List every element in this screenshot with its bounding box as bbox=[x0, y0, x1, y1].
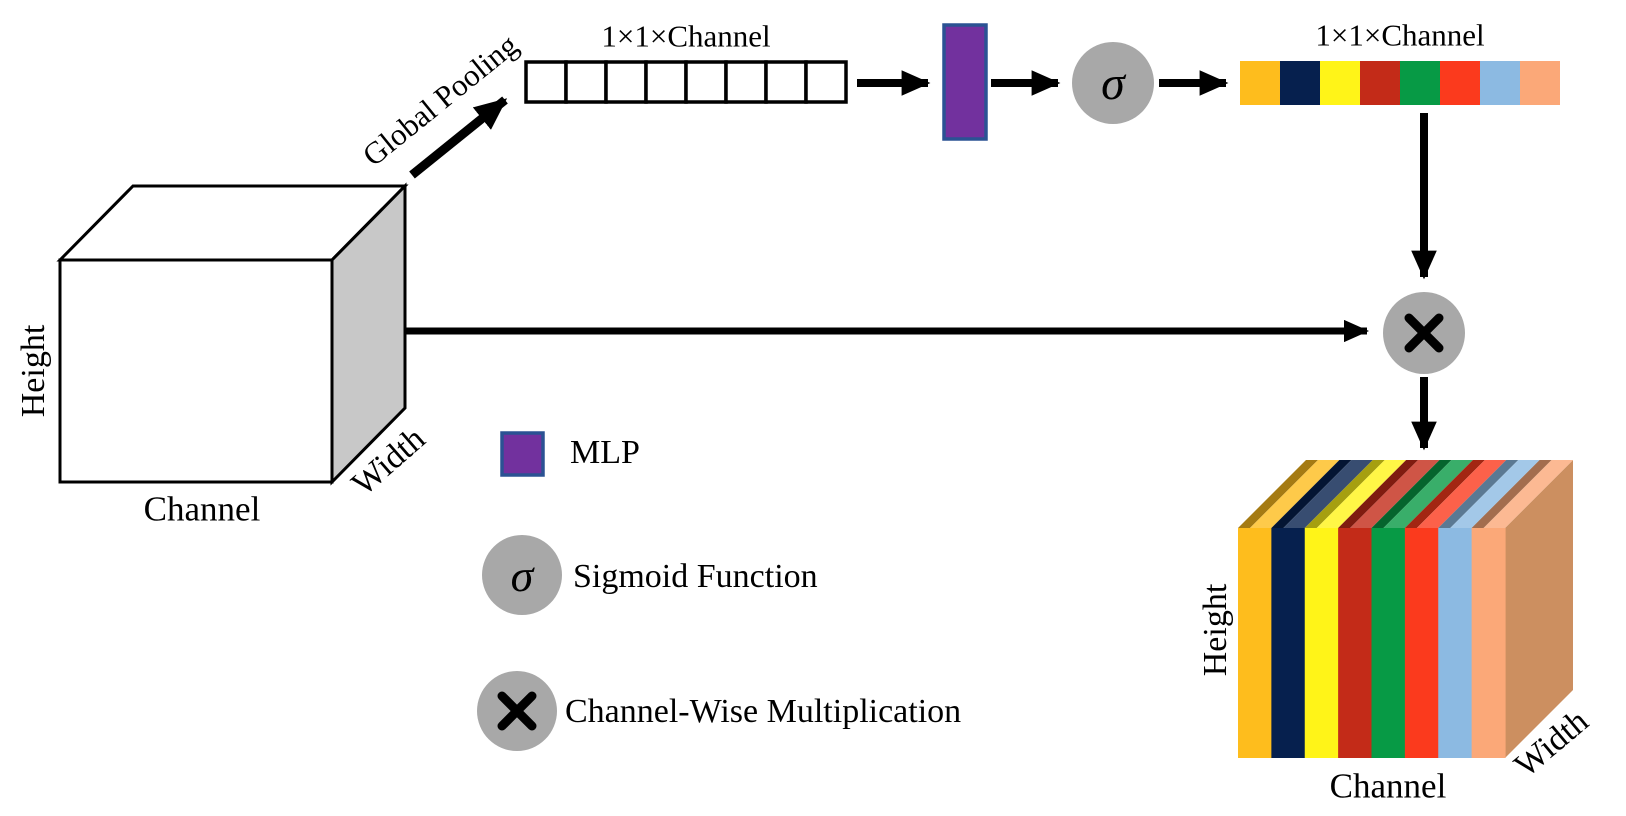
excitation-vector-label: 1×1×Channel bbox=[1315, 17, 1485, 53]
squeeze-cell bbox=[524, 60, 568, 104]
multiply-icon bbox=[1404, 313, 1444, 353]
legend-sigmoid-label: Sigmoid Function bbox=[573, 558, 818, 595]
sigmoid-circle bbox=[1072, 42, 1154, 124]
squeeze-cell bbox=[724, 60, 768, 104]
squeeze-cell bbox=[804, 60, 848, 104]
output-slab-top-edge bbox=[1304, 460, 1385, 528]
legend-sigmoid-symbol: σ bbox=[511, 550, 536, 601]
sigmoid-node: σ bbox=[1072, 42, 1154, 124]
output-feature-cube bbox=[1238, 460, 1573, 758]
legend-mlp-label: MLP bbox=[570, 434, 640, 471]
output-slab-front bbox=[1238, 528, 1272, 758]
output-slab-front bbox=[1404, 528, 1439, 758]
output-slab-top-edge bbox=[1271, 460, 1352, 528]
squeeze-cell bbox=[564, 60, 608, 104]
input-feature-cube bbox=[56, 182, 409, 486]
output-slab-top bbox=[1350, 460, 1440, 528]
squeeze-vector-row bbox=[524, 60, 848, 104]
flow-arrows bbox=[406, 70, 1437, 451]
output-slab-front bbox=[1371, 528, 1406, 758]
squeeze-vector-label: 1×1×Channel bbox=[601, 18, 771, 54]
input-height-label: Height bbox=[15, 324, 52, 418]
sigmoid-symbol: σ bbox=[1101, 57, 1127, 110]
legend-multiply-label: Channel-Wise Multiplication bbox=[565, 693, 962, 730]
output-slab-top bbox=[1250, 460, 1340, 528]
global-pooling-arrow bbox=[409, 96, 508, 179]
excitation-cell bbox=[1360, 61, 1400, 105]
output-slab-top bbox=[1416, 460, 1507, 528]
output-slab-top bbox=[1450, 460, 1540, 528]
output-height-label: Height bbox=[1197, 583, 1234, 677]
squeeze-cell bbox=[684, 60, 728, 104]
multiply-node bbox=[1383, 292, 1465, 374]
squeeze-cell bbox=[644, 60, 688, 104]
mlp-block bbox=[942, 23, 988, 141]
output-slab-top-edge bbox=[1338, 460, 1419, 528]
output-slab-top-edge bbox=[1238, 460, 1318, 528]
output-slab-front bbox=[1271, 528, 1306, 758]
legend-mlp-swatch bbox=[500, 431, 545, 477]
excitation-cell bbox=[1520, 61, 1560, 105]
squeeze-cell bbox=[764, 60, 808, 104]
excitation-vector-row bbox=[1240, 61, 1560, 105]
excitation-cell bbox=[1240, 61, 1280, 105]
output-slab-front bbox=[1438, 528, 1473, 758]
legend-sigmoid-circle bbox=[482, 535, 562, 615]
excitation-cell bbox=[1440, 61, 1480, 105]
output-channel-label: Channel bbox=[1329, 766, 1447, 806]
legend-glyphs: σ bbox=[477, 431, 562, 751]
output-slab-top-edge bbox=[1438, 460, 1519, 528]
output-slab-top bbox=[1383, 460, 1473, 528]
output-slab-front bbox=[1338, 528, 1373, 758]
input-channel-label: Channel bbox=[143, 489, 261, 529]
output-slab-top-edge bbox=[1404, 460, 1485, 528]
input-cube-front-face bbox=[58, 258, 334, 484]
excitation-cell bbox=[1480, 61, 1520, 105]
excitation-cell bbox=[1280, 61, 1320, 105]
legend-multiply-icon bbox=[497, 691, 537, 731]
excitation-cell bbox=[1320, 61, 1360, 105]
output-slab-top-edge bbox=[1471, 460, 1552, 528]
squeeze-cell bbox=[604, 60, 648, 104]
output-slab-top bbox=[1316, 460, 1407, 528]
output-slab-front bbox=[1304, 528, 1339, 758]
output-slab-top bbox=[1283, 460, 1373, 528]
output-cube-side-face bbox=[1505, 460, 1573, 758]
output-slab-top bbox=[1483, 460, 1573, 528]
output-slab-front bbox=[1471, 528, 1506, 758]
output-slab-top-edge bbox=[1371, 460, 1452, 528]
excitation-cell bbox=[1400, 61, 1440, 105]
